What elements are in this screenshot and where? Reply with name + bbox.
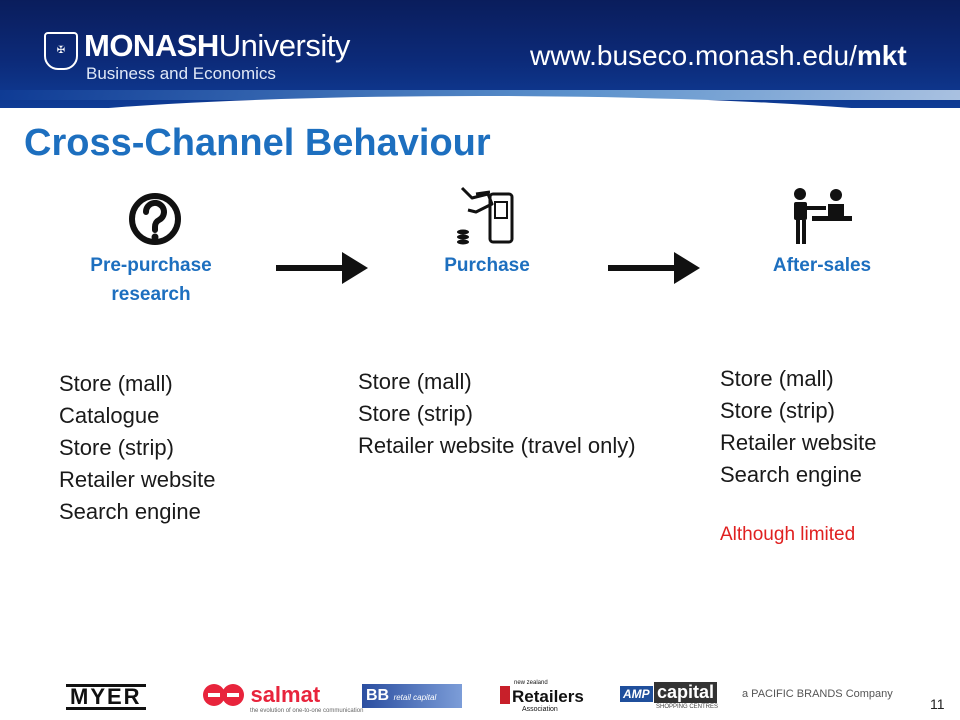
page-number: 11 <box>930 696 945 712</box>
myer-logo: MYER <box>66 684 146 710</box>
salmat-mark-icon <box>203 684 244 706</box>
stage-label-purchase: Purchase <box>444 255 530 276</box>
nzra-mark-icon <box>500 686 510 704</box>
pacific-brands-logo: a PACIFIC BRANDS Company <box>742 688 893 700</box>
after-sales-channel-list: Store (mall) Store (strip) Retailer webs… <box>720 363 877 491</box>
amp-capital-logo: AMP capital SHOPPING CENTRES <box>620 682 718 714</box>
pre-purchase-channel-list: Store (mall) Catalogue Store (strip) Ret… <box>59 368 216 528</box>
salmat-logo: salmat the evolution of one-to-one commu… <box>202 680 363 714</box>
arrow-right-icon <box>608 252 700 284</box>
list-item: Search engine <box>720 462 862 487</box>
header-url[interactable]: www.buseco.monash.edu/mkt <box>530 40 907 71</box>
list-item: Store (mall) <box>720 366 834 391</box>
list-item: Store (strip) <box>59 435 174 460</box>
header-swoosh-accent <box>0 90 960 100</box>
list-item: Store (mall) <box>358 369 472 394</box>
stage-label-after-sales: After-sales <box>772 255 872 276</box>
nz-retailers-logo: new zealand Retailers Association <box>500 680 590 714</box>
header-banner: ✠ MONASHUniversity Business and Economic… <box>0 0 960 108</box>
list-item: Retailer website <box>720 430 877 455</box>
purchase-channel-list: Store (mall) Store (strip) Retailer webs… <box>358 366 636 462</box>
list-item: Store (strip) <box>358 401 473 426</box>
bb-retail-capital-logo: BB retail capital <box>362 684 462 708</box>
list-item: Retailer website (travel only) <box>358 433 636 458</box>
stage-label-pre-purchase: Pre-purchase research <box>90 255 212 305</box>
question-icon <box>129 193 181 245</box>
slide-title: Cross-Channel Behaviour <box>24 122 491 164</box>
list-item: Store (strip) <box>720 398 835 423</box>
list-item: Catalogue <box>59 403 160 428</box>
list-item: Store (mall) <box>59 371 173 396</box>
service-desk-icon <box>794 188 852 244</box>
list-item: Search engine <box>59 499 201 524</box>
card-payment-icon <box>457 186 514 245</box>
faculty-name: Business and Economics <box>86 64 276 83</box>
monash-brand: MONASHUniversity <box>84 28 350 63</box>
list-item: Retailer website <box>59 467 216 492</box>
after-sales-note: Although limited <box>720 524 856 545</box>
monash-crest-icon: ✠ <box>44 32 78 70</box>
sponsor-logos: MYER salmat the evolution of one-to-one … <box>0 676 960 716</box>
arrow-right-icon <box>276 252 368 284</box>
